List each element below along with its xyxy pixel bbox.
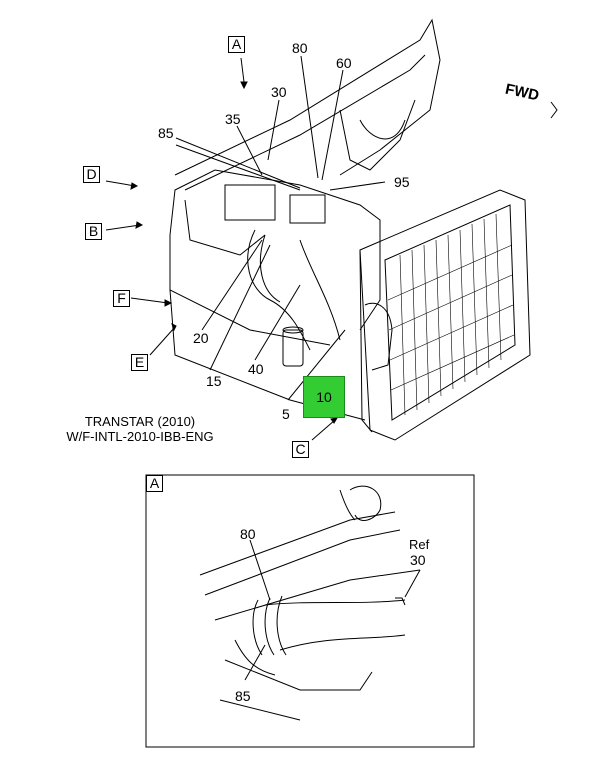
caption-model: TRANSTAR (2010) [84, 414, 196, 429]
callout-30: 30 [271, 84, 287, 100]
callout-20: 20 [193, 330, 209, 346]
callout-5: 5 [282, 406, 290, 422]
view-label-e: E [131, 354, 148, 371]
view-label-f: F [113, 290, 130, 307]
view-label-c: C [292, 441, 309, 458]
callout-80: 80 [292, 40, 308, 56]
callout-10-highlight[interactable]: 10 [303, 376, 345, 418]
view-label-d: D [83, 166, 100, 183]
diagram-caption: TRANSTAR (2010) W/F-INTL-2010-IBB-ENG [50, 414, 230, 444]
detail-ref-number: 30 [410, 552, 426, 568]
callout-40: 40 [248, 361, 264, 377]
view-label-b: B [85, 223, 102, 240]
detail-callout-80: 80 [240, 526, 256, 542]
callout-85: 85 [158, 125, 174, 141]
callout-95: 95 [394, 174, 410, 190]
callout-35: 35 [225, 111, 241, 127]
callout-60: 60 [336, 55, 352, 71]
detail-callout-85: 85 [235, 688, 251, 704]
detail-view-label-a: A [146, 475, 163, 492]
detail-ref-label: Ref [409, 537, 430, 552]
view-label-a: A [228, 36, 245, 53]
callout-10: 10 [316, 389, 332, 405]
caption-code: W/F-INTL-2010-IBB-ENG [66, 429, 214, 444]
callout-15: 15 [206, 373, 222, 389]
